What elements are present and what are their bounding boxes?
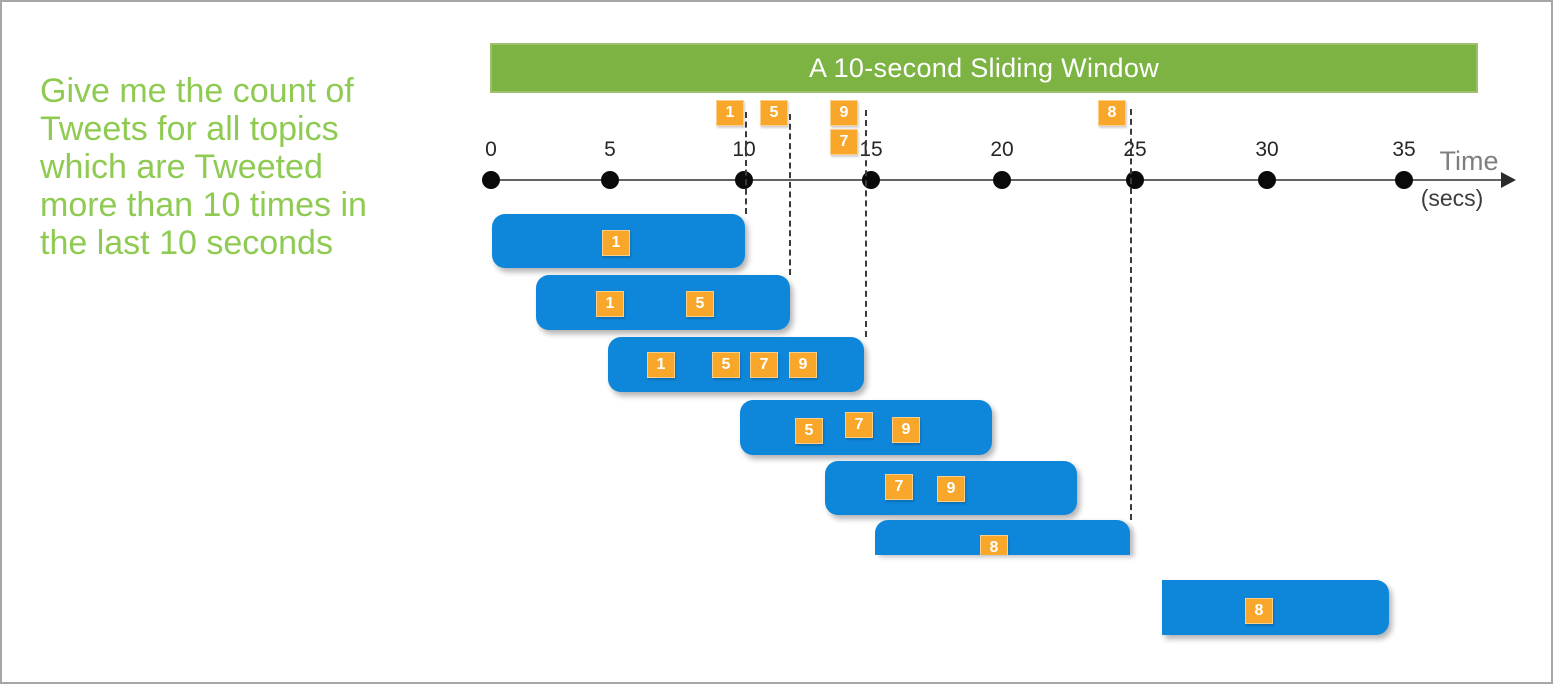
event-marker: 1 xyxy=(716,100,744,126)
axis-subtitle: (secs) xyxy=(1420,185,1484,211)
query-text: Give me the count of Tweets for all topi… xyxy=(40,72,367,262)
banner-label: A 10-second Sliding Window xyxy=(809,52,1159,83)
window-event-marker: 5 xyxy=(712,352,740,378)
tick-label: 5 xyxy=(604,138,616,161)
timeline-dot xyxy=(993,171,1011,189)
window-event-marker: 1 xyxy=(602,230,630,256)
timeline-dot xyxy=(735,171,753,189)
tick-label: 30 xyxy=(1255,138,1279,161)
sliding-window: 1 xyxy=(492,214,745,268)
window-event-marker: 1 xyxy=(647,352,675,378)
window-event-marker: 7 xyxy=(845,412,873,438)
window-event-marker: 8 xyxy=(980,535,1008,555)
tick-label: 10 xyxy=(732,138,756,161)
timeline-dot xyxy=(1126,171,1144,189)
timeline-dot xyxy=(1395,171,1413,189)
timeline-dot xyxy=(601,171,619,189)
tick-label: 35 xyxy=(1392,138,1416,161)
window-event-marker: 7 xyxy=(750,352,778,378)
timeline-dot xyxy=(482,171,500,189)
dashed-connector xyxy=(865,110,867,337)
dashed-connector xyxy=(745,112,747,214)
window-event-marker: 5 xyxy=(686,291,714,317)
window-event-marker: 5 xyxy=(795,418,823,444)
sliding-window: 8 xyxy=(1162,580,1389,635)
window-event-marker: 9 xyxy=(789,352,817,378)
event-marker: 5 xyxy=(760,100,788,126)
dashed-connector xyxy=(1130,109,1132,520)
axis-arrow-icon xyxy=(1501,172,1516,188)
sliding-window: 8 xyxy=(875,520,1130,555)
window-event-marker: 7 xyxy=(885,474,913,500)
timeline-dot xyxy=(1258,171,1276,189)
dashed-connector xyxy=(789,114,791,275)
event-marker: 7 xyxy=(830,129,858,155)
event-marker: 9 xyxy=(830,100,858,126)
tick-label: 0 xyxy=(485,138,497,161)
window-event-marker: 9 xyxy=(937,476,965,502)
window-event-marker: 9 xyxy=(892,417,920,443)
axis-title: Time xyxy=(1439,146,1499,176)
tick-label: 20 xyxy=(990,138,1014,161)
window-event-marker: 1 xyxy=(596,291,624,317)
tick-label: 25 xyxy=(1123,138,1147,161)
sliding-window-banner: A 10-second Sliding Window xyxy=(490,43,1478,93)
event-marker: 8 xyxy=(1098,100,1126,126)
window-event-marker: 8 xyxy=(1245,598,1273,624)
